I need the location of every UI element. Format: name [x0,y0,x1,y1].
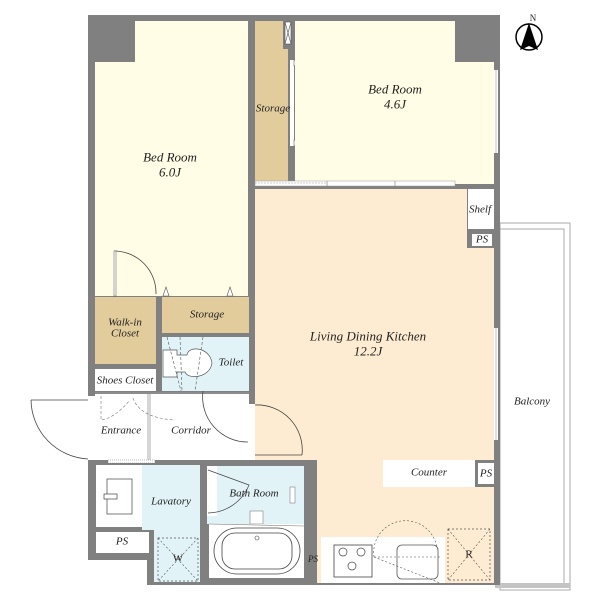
ldk-name: Living Dining Kitchen [309,328,427,344]
balcony-label: Balcony [513,395,551,408]
bedroom-46j-floor [295,21,494,184]
walk-in-closet-floor [95,297,156,364]
shoes-closet-label: Shoes Closet [96,374,154,387]
storage-mid-floor [162,297,249,333]
washer-space [157,537,199,582]
ps-counter-label: PS [479,467,493,480]
refrigerator-space [447,528,491,581]
bath-room-label: Bath Room [229,487,279,500]
corridor-floor [150,394,249,460]
ps-lavatory-label: PS [115,535,129,548]
entrance-label: Entrance [100,424,142,437]
bedroom-46j-name: Bed Room [368,81,422,97]
counter-label: Counter [410,466,448,479]
washer-label: W [172,552,184,565]
walk-in-closet-line1: Walk-in [108,316,142,329]
kitchen-counter [321,537,445,583]
ps-bath-label: PS [308,553,318,564]
lavatory-label: Lavatory [151,495,191,508]
bedroom-6j-name: Bed Room [143,149,197,165]
walk-in-closet-line2: Closet [110,327,140,340]
toilet-label: Toilet [218,356,244,369]
storage-mid-label: Storage [189,308,225,321]
shelf-label: Shelf [469,203,491,216]
refrigerator-label: R [465,548,473,561]
ldk-size: 12.2J [353,343,383,359]
bedroom-6j-floor [95,21,248,296]
counter [383,460,475,487]
bedroom-6j-size: 6.0J [158,164,182,180]
ps-lavatory-box [96,532,149,553]
ps-counter-box [478,463,494,484]
storage-top-label: Storage [255,102,291,115]
lavatory-floor [96,465,200,582]
compass-icon [515,23,543,51]
corridor-label: Corridor [171,424,211,437]
ps-shelf-box [472,234,492,246]
shelf [468,189,494,229]
ps-shelf-label: PS [475,233,489,246]
balcony-outline [495,222,571,591]
bedroom-46j-size: 4.6J [383,96,407,112]
compass-north-label: N [529,12,537,23]
storage-top-floor [255,21,288,181]
entrance-floor [95,394,150,460]
shoes-closet [95,369,156,391]
